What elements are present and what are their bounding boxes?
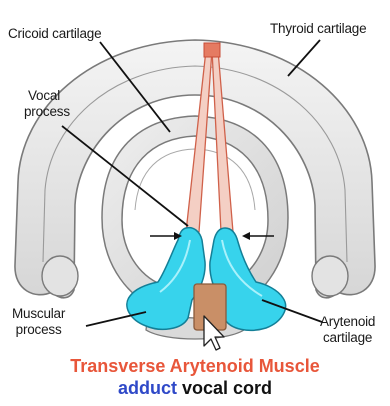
caption-title: Transverse Arytenoid Muscle bbox=[0, 356, 390, 377]
label-arytenoid-line2: cartilage bbox=[320, 330, 375, 346]
label-vocal-process-line2: process bbox=[24, 104, 70, 120]
label-arytenoid-cartilage: Arytenoid cartilage bbox=[320, 314, 375, 346]
label-arytenoid-line1: Arytenoid bbox=[320, 314, 375, 330]
label-thyroid-cartilage: Thyroid cartilage bbox=[270, 21, 366, 37]
label-muscular-process-line2: process bbox=[12, 322, 65, 338]
adduction-arrow-left bbox=[150, 232, 182, 240]
label-vocal-process: Vocal process bbox=[24, 88, 70, 120]
caption-subtitle: adduct vocal cord bbox=[0, 378, 390, 399]
label-muscular-process-line1: Muscular bbox=[12, 306, 65, 322]
label-vocal-process-line1: Vocal bbox=[24, 88, 70, 104]
caption-action-rest: vocal cord bbox=[177, 378, 272, 398]
label-cricoid-cartilage: Cricoid cartilage bbox=[8, 26, 101, 42]
label-muscular-process: Muscular process bbox=[12, 306, 65, 338]
caption-action-word: adduct bbox=[118, 378, 177, 398]
